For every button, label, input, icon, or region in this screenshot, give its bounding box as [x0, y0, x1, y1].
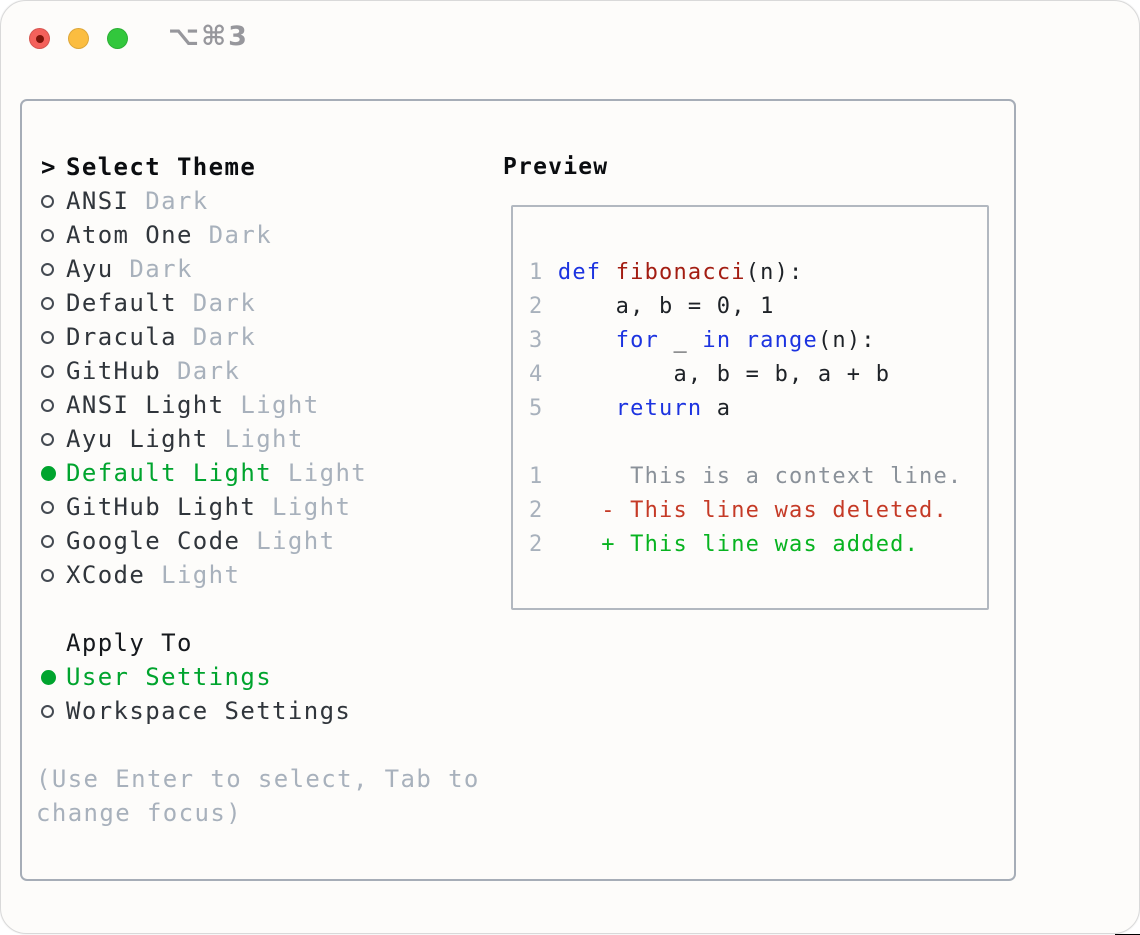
- select-theme-title: Select Theme: [66, 153, 256, 181]
- line-number: 5: [529, 396, 543, 421]
- screen-corner: [1115, 909, 1140, 935]
- option-label: User Settings: [66, 663, 272, 691]
- variant-tag: Dark: [193, 221, 272, 249]
- prompt-marker: >: [41, 153, 57, 181]
- theme-option-github[interactable]: GitHub Dark: [41, 354, 501, 388]
- theme-option-ansi[interactable]: ANSI Dark: [41, 184, 501, 218]
- theme-option-ansi-light[interactable]: ANSI Light Light: [41, 388, 501, 422]
- radio-icon: [41, 399, 54, 412]
- radio-icon: [41, 433, 54, 446]
- variant-tag: Light: [225, 391, 320, 419]
- spacer: [41, 592, 501, 626]
- maximize-button[interactable]: [107, 28, 128, 49]
- added-line: 2 + This line was added.: [529, 528, 987, 562]
- option-label: Default: [66, 289, 177, 317]
- variant-tag: Light: [256, 493, 351, 521]
- theme-option-ayu[interactable]: Ayu Dark: [41, 252, 501, 286]
- radio-icon: [41, 705, 54, 718]
- radio-icon: [41, 229, 54, 242]
- radio-icon: [41, 263, 54, 276]
- select-theme-header: > Select Theme: [41, 150, 501, 184]
- theme-option-default[interactable]: Default Dark: [41, 286, 501, 320]
- code-line: 3 for _ in range(n):: [529, 324, 987, 358]
- radio-icon: [41, 501, 54, 514]
- minimize-button[interactable]: [68, 28, 89, 49]
- option-label: Google Code: [66, 527, 240, 555]
- option-label: Atom One: [66, 221, 193, 249]
- radio-icon: [41, 535, 54, 548]
- variant-tag: Light: [209, 425, 304, 453]
- line-number: 2: [529, 498, 543, 523]
- variant-tag: Dark: [161, 357, 240, 385]
- variant-tag: Dark: [177, 289, 256, 317]
- option-label: XCode: [66, 561, 145, 589]
- apply-to-header: Apply To: [41, 626, 501, 660]
- theme-option-atom-one[interactable]: Atom One Dark: [41, 218, 501, 252]
- radio-icon: [41, 331, 54, 344]
- titlebar: ⌥⌘3: [1, 1, 1139, 77]
- help-line: change focus): [36, 796, 501, 830]
- variant-tag: Dark: [114, 255, 193, 283]
- radio-icon: [41, 365, 54, 378]
- radio-icon: [41, 195, 54, 208]
- theme-option-xcode[interactable]: XCode Light: [41, 558, 501, 592]
- line-number: 4: [529, 362, 543, 387]
- radio-selected-icon: [41, 670, 56, 685]
- option-label: Workspace Settings: [66, 697, 351, 725]
- close-button-dot: [36, 35, 44, 43]
- close-button[interactable]: [29, 28, 50, 49]
- theme-option-default-light[interactable]: Default Light Light: [41, 456, 501, 490]
- option-label: ANSI Light: [66, 391, 225, 419]
- preview-title: Preview: [503, 150, 608, 184]
- radio-icon: [41, 297, 54, 310]
- line-number: 2: [529, 532, 543, 557]
- apply-option-workspace-settings[interactable]: Workspace Settings: [41, 694, 501, 728]
- deleted-line: 2 - This line was deleted.: [529, 494, 987, 528]
- option-label: Dracula: [66, 323, 177, 351]
- code-line: 2 a, b = 0, 1: [529, 290, 987, 324]
- variant-tag: Light: [240, 527, 335, 555]
- blank-line: [529, 426, 987, 460]
- theme-option-dracula[interactable]: Dracula Dark: [41, 320, 501, 354]
- option-label: Default Light: [66, 459, 272, 487]
- variant-tag: Dark: [129, 187, 208, 215]
- line-number: 1: [529, 464, 543, 489]
- option-label: GitHub: [66, 357, 161, 385]
- line-number: 3: [529, 328, 543, 353]
- option-label: ANSI: [66, 187, 129, 215]
- variant-tag: Light: [272, 459, 367, 487]
- window-hotkey-label: ⌥⌘3: [168, 21, 249, 52]
- theme-option-ayu-light[interactable]: Ayu Light Light: [41, 422, 501, 456]
- help-line: (Use Enter to select, Tab to: [36, 762, 501, 796]
- theme-option-github-light[interactable]: GitHub Light Light: [41, 490, 501, 524]
- variant-tag: Light: [145, 561, 240, 589]
- variant-tag: Dark: [177, 323, 256, 351]
- option-label: Ayu Light: [66, 425, 209, 453]
- option-label: GitHub Light: [66, 493, 256, 521]
- line-number: 1: [529, 260, 543, 285]
- radio-icon: [41, 569, 54, 582]
- apply-option-user-settings[interactable]: User Settings: [41, 660, 501, 694]
- code-line: 1 def fibonacci(n):: [529, 256, 987, 290]
- code-line: 5 return a: [529, 392, 987, 426]
- context-line: 1 This is a context line.: [529, 460, 987, 494]
- apply-to-label: Apply To: [66, 629, 193, 657]
- theme-option-google-code[interactable]: Google Code Light: [41, 524, 501, 558]
- option-label: Ayu: [66, 255, 114, 283]
- line-number: 2: [529, 294, 543, 319]
- code-line: 4 a, b = b, a + b: [529, 358, 987, 392]
- spacer: [41, 728, 501, 762]
- radio-selected-icon: [41, 466, 56, 481]
